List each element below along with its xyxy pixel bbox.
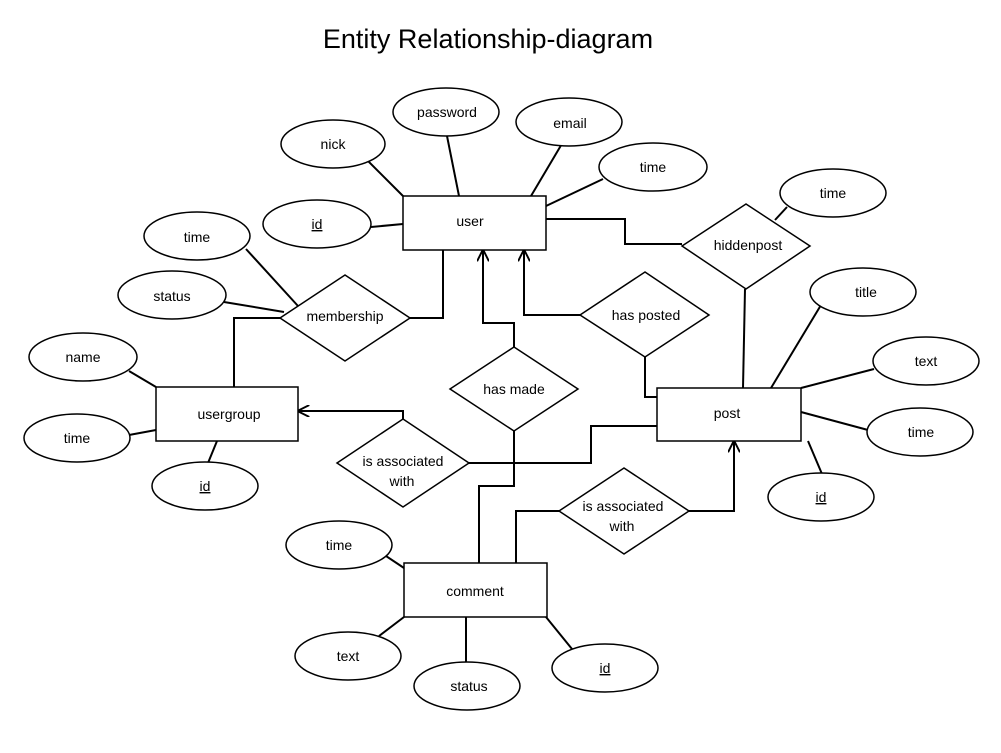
relationship-hiddenpost-label: hiddenpost	[714, 237, 783, 253]
entity-post-label: post	[714, 405, 741, 421]
entity-comment-label: comment	[446, 583, 504, 599]
relationship-assoc-2-line1: is associated	[583, 498, 664, 514]
line-hasposted-user	[524, 250, 580, 316]
attribute-comment-time-label: time	[326, 537, 353, 553]
line-assoc-post-b	[689, 441, 734, 512]
relationship-has-posted-label: has posted	[612, 307, 681, 323]
attribute-user-password-label: password	[417, 104, 477, 120]
relationship-has-made-label: has made	[483, 381, 545, 397]
attribute-usergroup-id: id	[151, 461, 259, 511]
attribute-user-id: id	[262, 199, 372, 249]
attribute-comment-id-label: id	[600, 660, 611, 676]
attribute-usergroup-id-label: id	[200, 478, 211, 494]
relationship-assoc-1-line1: is associated	[363, 453, 444, 469]
attribute-post-time-label: time	[908, 424, 935, 440]
relationship-has-made: has made	[448, 346, 580, 432]
line-assoc-post-a	[469, 425, 657, 464]
line-post-text	[800, 368, 875, 389]
attribute-user-id-label: id	[312, 216, 323, 232]
relationship-assoc-usergroup-post: is associated with	[335, 418, 471, 508]
line-user-email	[530, 141, 564, 197]
line-hiddenpost-time	[774, 206, 788, 221]
attribute-hiddenpost-time-label: time	[820, 185, 847, 201]
line-comment-text	[378, 616, 405, 637]
relationship-membership-label: membership	[306, 308, 383, 324]
line-hasposted-post	[644, 357, 657, 398]
entity-user-label: user	[456, 213, 484, 229]
attribute-usergroup-name-label: name	[65, 349, 100, 365]
attribute-post-title-label: title	[855, 284, 877, 300]
diagram-title: Entity Relationship-diagram	[323, 24, 653, 54]
attribute-membership-status-label: status	[153, 288, 190, 304]
attribute-comment-text-label: text	[337, 648, 360, 664]
attribute-comment-id: id	[551, 643, 659, 693]
attribute-comment-text: text	[294, 631, 402, 681]
line-user-id	[370, 223, 404, 228]
entity-usergroup: usergroup	[155, 386, 299, 442]
attribute-hiddenpost-time: time	[779, 168, 887, 218]
line-usergroup-name	[128, 370, 157, 388]
connectors	[128, 130, 875, 662]
attribute-post-text: text	[872, 336, 980, 386]
attribute-user-nick-label: nick	[321, 136, 347, 152]
attribute-user-email-label: email	[553, 115, 586, 131]
attribute-post-text-label: text	[915, 353, 938, 369]
attribute-post-id: id	[767, 472, 875, 522]
line-usergroup-time	[128, 429, 157, 436]
relationship-membership: membership	[278, 274, 412, 362]
line-hasmade-comment	[478, 431, 515, 563]
line-assoc-usergroup	[298, 411, 404, 419]
attribute-user-time: time	[598, 142, 708, 192]
line-membership-time	[245, 248, 299, 307]
attribute-post-time: time	[866, 407, 974, 457]
attribute-user-password: password	[392, 87, 500, 137]
line-membership-status	[223, 301, 285, 313]
entity-usergroup-label: usergroup	[197, 406, 260, 422]
line-post-id	[807, 440, 823, 475]
line-post-time	[800, 411, 869, 431]
attribute-comment-status: status	[413, 661, 521, 711]
line-assoc-comment	[515, 510, 559, 563]
line-user-hiddenpost	[546, 218, 682, 245]
relationship-hiddenpost: hiddenpost	[680, 203, 812, 290]
relationship-assoc-2-line2: with	[609, 518, 635, 534]
attribute-membership-status: status	[117, 270, 227, 320]
attribute-post-id-label: id	[816, 489, 827, 505]
attribute-comment-status-label: status	[450, 678, 487, 694]
entity-user: user	[402, 195, 547, 251]
attribute-user-email: email	[515, 97, 623, 147]
line-comment-id	[545, 616, 573, 650]
attribute-usergroup-time: time	[23, 413, 131, 463]
attribute-user-time-label: time	[640, 159, 667, 175]
attribute-membership-time: time	[143, 211, 251, 261]
entity-post: post	[656, 387, 802, 442]
attribute-usergroup-time-label: time	[64, 430, 91, 446]
relationship-assoc-comment-post: is associated with	[557, 467, 691, 555]
entity-comment: comment	[403, 562, 548, 618]
relationship-has-posted: has posted	[578, 271, 711, 358]
line-post-title	[770, 304, 822, 389]
attribute-membership-time-label: time	[184, 229, 211, 245]
line-membership-user	[410, 250, 444, 319]
line-hasmade-user	[483, 250, 515, 347]
attribute-post-title: title	[809, 267, 917, 317]
attribute-user-nick: nick	[280, 119, 386, 169]
line-membership-usergroup	[233, 317, 280, 388]
relationship-assoc-1-line2: with	[389, 473, 415, 489]
line-usergroup-id	[207, 440, 218, 464]
line-hiddenpost-post	[742, 288, 746, 389]
attribute-comment-time: time	[285, 520, 393, 570]
attribute-usergroup-name: name	[28, 332, 138, 382]
line-user-time	[545, 178, 604, 207]
line-user-password	[445, 130, 460, 197]
